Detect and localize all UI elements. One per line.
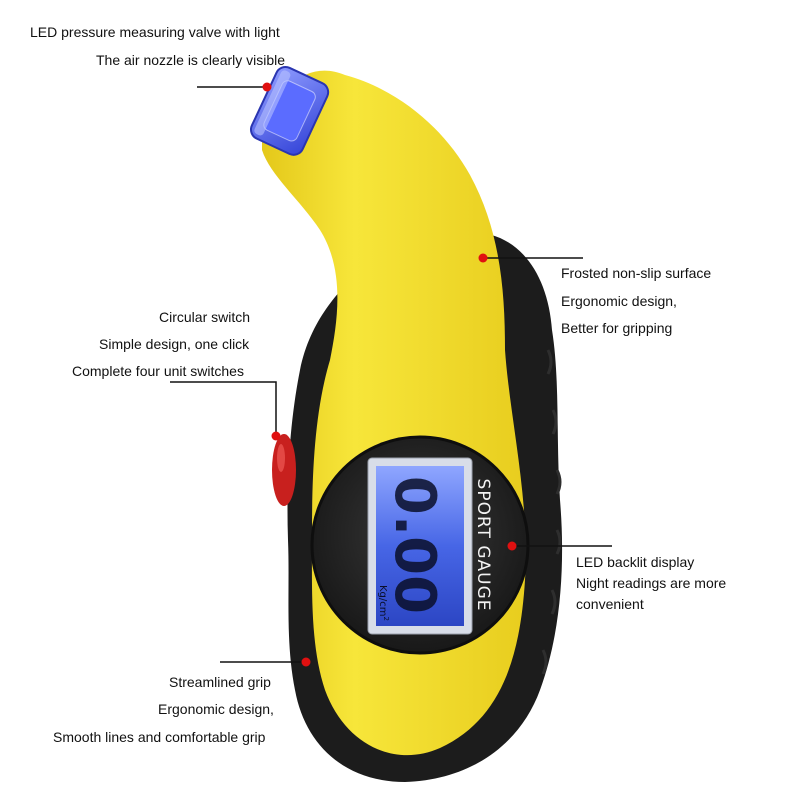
marker-switch xyxy=(271,431,281,441)
switch-highlight xyxy=(277,444,285,472)
callout-valve-line1: LED pressure measuring valve with light xyxy=(30,24,280,40)
grip-ridges xyxy=(541,349,562,675)
callout-display-line1: LED backlit display xyxy=(576,554,695,570)
marker-grip xyxy=(301,657,311,667)
callout-display-line2: Night readings are more xyxy=(576,575,727,591)
callout-surface-line1: Frosted non-slip surface xyxy=(561,265,712,281)
marker-valve xyxy=(262,82,272,92)
lcd-screen xyxy=(376,466,464,626)
callout-grip-line3: Smooth lines and comfortable grip xyxy=(53,729,266,745)
lcd-reading: 0.00 xyxy=(382,476,447,614)
callout-grip-line1: Streamlined grip xyxy=(169,674,271,690)
marker-surface xyxy=(478,253,488,263)
callout-display-line3: convenient xyxy=(576,596,644,612)
brand-label: SPORT GAUGE xyxy=(473,479,493,612)
callout-markers xyxy=(262,82,517,667)
callout-grip-line2: Ergonomic design, xyxy=(158,701,274,717)
marker-display xyxy=(507,541,517,551)
circular-switch[interactable] xyxy=(272,434,296,506)
callout-switch-line3: Complete four unit switches xyxy=(72,363,244,379)
callout-switch-line2: Simple design, one click xyxy=(99,336,250,352)
callout-surface-line3: Better for gripping xyxy=(561,320,673,336)
callout-switch-line1: Circular switch xyxy=(159,309,251,325)
callout-surface-line2: Ergonomic design, xyxy=(561,293,677,309)
leader-lines xyxy=(170,86,612,663)
callout-valve-line2: The air nozzle is clearly visible xyxy=(96,52,286,68)
lcd-unit: Kg/cm2 xyxy=(377,585,390,621)
